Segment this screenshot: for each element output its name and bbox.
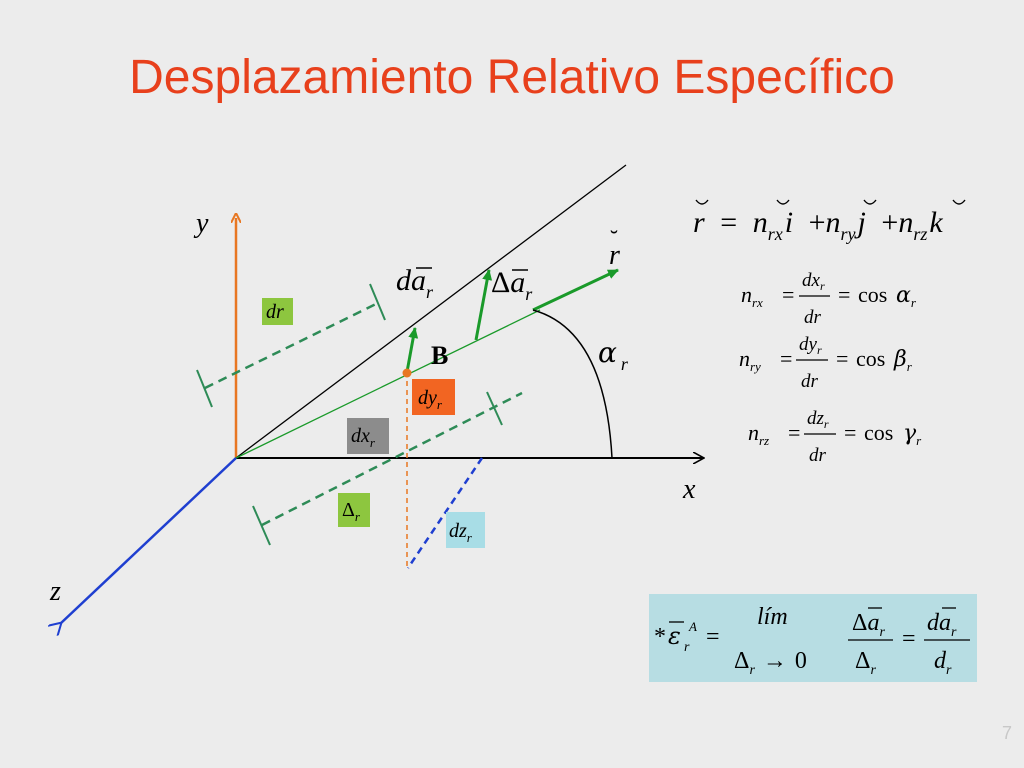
svg-text:=: = bbox=[782, 282, 794, 307]
svg-text:αr: αr bbox=[896, 283, 917, 310]
page-number: 7 bbox=[1001, 723, 1012, 743]
limit-formula: * ε r A = lím Δr→0 Δar Δr = dar dr bbox=[654, 604, 970, 678]
limit-formula-box bbox=[649, 594, 977, 682]
svg-text:Δr: Δr bbox=[855, 648, 876, 678]
dz-label-bg bbox=[446, 512, 485, 548]
svg-text:nry: nry bbox=[739, 346, 761, 374]
delta-label-bg bbox=[338, 493, 370, 527]
svg-text:=: = bbox=[788, 420, 800, 445]
point-b-dot bbox=[402, 368, 412, 378]
svg-text:βr: βr bbox=[893, 347, 913, 374]
direction-line bbox=[235, 309, 541, 459]
x-axis-label: x bbox=[682, 474, 696, 505]
svg-text:Δar: Δar bbox=[852, 610, 885, 640]
y-axis-label: y bbox=[193, 208, 209, 239]
dy-label: dyr bbox=[418, 387, 443, 412]
delta-tick-lower bbox=[252, 505, 271, 546]
nry-formula: nry = dyr dr = cos βr bbox=[739, 334, 913, 392]
svg-text:=: = bbox=[902, 626, 916, 652]
dz-label: dzr bbox=[449, 520, 473, 545]
svg-text:dar: dar bbox=[927, 610, 957, 640]
svg-text:nrz: nrz bbox=[748, 420, 769, 448]
svg-text:A: A bbox=[688, 619, 697, 634]
dr-label-bg bbox=[262, 298, 293, 325]
delta-label: Δr bbox=[342, 499, 361, 524]
upper-ray-line bbox=[235, 164, 627, 459]
slide-title: Desplazamiento Relativo Específico bbox=[129, 51, 895, 104]
svg-text:nrx: nrx bbox=[741, 282, 763, 310]
dy-label-bg bbox=[412, 379, 455, 415]
dx-label: dxr bbox=[351, 425, 376, 450]
dx-label-bg bbox=[347, 418, 389, 454]
vector-equation: r = nrxi +nryj +nrzk bbox=[693, 205, 943, 244]
svg-text:Δr→0: Δr→0 bbox=[734, 648, 807, 678]
nrz-formula: nrz = dzr dr = cos γr bbox=[748, 408, 922, 466]
svg-text:cos: cos bbox=[864, 420, 893, 445]
svg-text:cos: cos bbox=[858, 282, 887, 307]
svg-text:=: = bbox=[780, 346, 792, 371]
svg-text:=: = bbox=[836, 346, 848, 371]
z-axis-line bbox=[60, 457, 237, 624]
svg-text:dr: dr bbox=[809, 445, 827, 466]
dz-dashed-line bbox=[406, 457, 484, 569]
svg-text:ε: ε bbox=[668, 622, 681, 650]
angle-arc bbox=[532, 309, 613, 459]
da-vector bbox=[405, 327, 419, 373]
svg-text:dr: dr bbox=[934, 648, 952, 678]
delta-a-label: Δar bbox=[491, 266, 533, 304]
svg-text:cos: cos bbox=[856, 346, 885, 371]
da-label: dar bbox=[396, 264, 434, 302]
z-axis-label: z bbox=[49, 576, 61, 607]
svg-text:=: = bbox=[706, 624, 720, 650]
svg-text:dyr: dyr bbox=[799, 334, 822, 357]
svg-text:dzr: dzr bbox=[807, 408, 829, 431]
r-vector-label: r bbox=[609, 240, 620, 271]
svg-text:dr: dr bbox=[804, 307, 822, 328]
svg-text:=: = bbox=[844, 420, 856, 445]
svg-text:*: * bbox=[654, 624, 666, 650]
svg-text:dr: dr bbox=[801, 371, 819, 392]
delta-a-vector bbox=[474, 269, 493, 341]
svg-text:lím: lím bbox=[757, 604, 788, 630]
point-b-label: B bbox=[431, 341, 448, 370]
svg-text:dxr: dxr bbox=[802, 270, 825, 293]
delta-tick-upper bbox=[486, 391, 503, 426]
vector-eq-accents bbox=[695, 199, 966, 205]
svg-text:r: r bbox=[684, 640, 690, 655]
svg-text:=: = bbox=[838, 282, 850, 307]
nrx-formula: nrx = dxr dr = cos αr bbox=[741, 270, 917, 328]
delta-dashed-line bbox=[261, 391, 523, 527]
r-vector-accent: ˘ bbox=[610, 227, 618, 253]
dr-tick-upper bbox=[369, 283, 386, 321]
svg-text:γr: γr bbox=[903, 421, 922, 448]
r-unit-vector bbox=[532, 268, 619, 312]
dr-dashed-line bbox=[204, 301, 379, 390]
dr-tick-lower bbox=[196, 369, 213, 408]
dr-label: dr bbox=[266, 301, 284, 323]
